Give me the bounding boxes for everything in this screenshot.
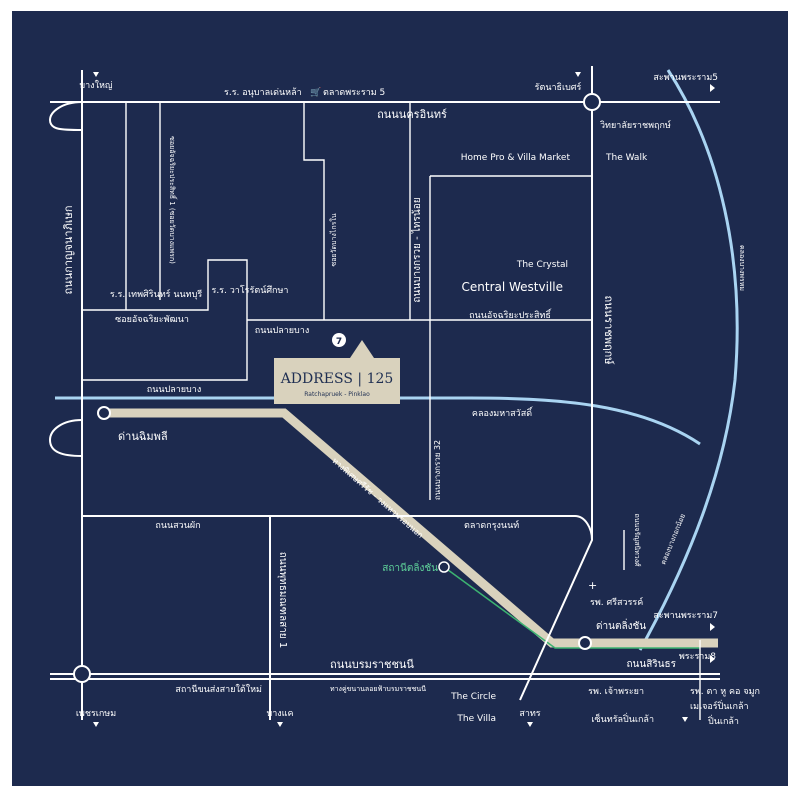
label-bang-phrom: คลองบางพรหม (738, 245, 746, 291)
label-sirindhorn: ถนนสิรินธร (626, 659, 676, 670)
label-sathon: สาทร (519, 709, 540, 719)
label-anuban: ร.ร. อนุบาลเด่นหล้า (224, 87, 302, 98)
project-sign (274, 358, 400, 404)
label-talingchan-station: สถานีตลิ่งชัน (382, 560, 438, 574)
label-the-villa: The Villa (456, 714, 496, 724)
label-borommaratchachonnani: ถนนบรมราชชนนี (330, 658, 414, 671)
label-eye-hospital: รพ. ตา หู คอ จมูก (690, 687, 760, 697)
label-suan-phak: ถนนสวนผัก (155, 521, 200, 531)
label-wachira: ร.ร. วาโรรัตน์ศึกษา (211, 284, 288, 296)
loop-north (48, 101, 83, 131)
label-ratchapruek: ถนนราชพฤกษ์ (602, 295, 615, 364)
seven-eleven-icon (332, 333, 346, 347)
label-bang-yai: บางใหญ่ (79, 80, 112, 91)
label-phutthamonthon-1: ถนนพุทธมณฑลสาย 1 (277, 552, 288, 648)
label-maha-sawat: คลองมหาสวัสดิ์ (472, 406, 534, 419)
arrow-down-sathon (527, 722, 533, 727)
arrow-right-rama7 (710, 623, 715, 631)
label-talingchan-toll: ด่านตลิ่งชัน (596, 618, 646, 632)
roundabout-borommaratchachonnani (73, 665, 91, 683)
roundabout-nakhon-in (583, 93, 601, 111)
label-chaophraya: รพ. เจ้าพระยา (588, 686, 644, 697)
arrow-up-bang-yai (93, 72, 99, 77)
label-ngam-wong-wan: ซอยอัจฉริยะประสิทธิ์ 1 (ซอยวัดบางแพรก) (168, 136, 178, 264)
loop-south (48, 419, 83, 457)
label-chimphli-toll: ด่านฉิมพลี (118, 430, 168, 443)
canal-maha-sawat (55, 396, 701, 446)
green-line-rail (443, 566, 700, 649)
project-subtitle: Ratchapruek - Pinklao (304, 391, 370, 398)
label-the-crystal: The Crystal (516, 260, 568, 270)
project-name: ADDRESS | 125 (280, 371, 394, 387)
label-southern-bus: สถานีขนส่งสายใต้ใหม่ (175, 684, 262, 695)
label-expressway-under: ทางคู่ขนานลอยฟ้าบรมราชชนนี (330, 685, 426, 693)
label-the-circle: The Circle (450, 692, 496, 702)
label-achariya-prasit: ถนนอัจฉริยะประสิทธิ์ (469, 308, 552, 321)
label-rama8: พระราม8 (679, 652, 716, 662)
expressway-tollway (100, 408, 718, 648)
seven-eleven-glyph: 7 (336, 337, 342, 347)
arrow-right-rama8 (710, 655, 715, 663)
label-plai-bang-1: ถนนปลายบาง (255, 326, 309, 336)
label-pinklao: ปิ่นเกล้า (708, 714, 739, 727)
cart-icon: 🛒 (310, 86, 321, 98)
label-achariya-pattana: ซอยอัจฉริยะพัฒนา (115, 314, 189, 325)
station-node (438, 561, 450, 573)
soi-achariya-pattana (82, 259, 248, 320)
label-central-pinklao: เซ็นทรัลปิ่นเกล้า (591, 712, 654, 725)
canal-bangkok-noi (638, 69, 739, 651)
label-krung-non-market: ตลาดกรุงนนท์ (464, 519, 519, 531)
label-nakhon-in: ถนนนครอินทร์ (377, 108, 447, 121)
label-major-pinklao: เมเจอร์ปิ่นเกล้า (690, 699, 749, 712)
label-rama7-bridge: สะพานพระราม7 (653, 611, 718, 621)
label-homepro: Home Pro & Villa Market (461, 153, 571, 163)
arrow-up-rattanathibet (575, 72, 581, 77)
label-rama5-bridge: สะพานพระราม5 (653, 73, 718, 83)
project-pointer (350, 340, 374, 358)
arrow-right-rama5 (710, 84, 715, 92)
label-bangkruai-32: ถนนบางกรวย 32 (433, 440, 442, 500)
label-charan-sanitwong: ถนนจรัญสนิทวงศ์ (633, 513, 641, 567)
soi-ratchapruek (303, 102, 325, 320)
road-suan-phak (82, 515, 593, 541)
toll-node-west (97, 406, 111, 420)
label-central-westville: Central Westville (462, 280, 564, 294)
arrow-down-phet-kasem (93, 722, 99, 727)
label-rattanathibet: รัตนาธิเบศร์ (535, 81, 582, 93)
plus-icon: + (588, 579, 597, 592)
label-bang-khae: บางแค (267, 709, 294, 719)
label-phet-kasem: เพชรเกษม (76, 709, 116, 719)
toll-node-east (578, 636, 592, 650)
label-rama5-market: ตลาดพระราม 5 (323, 88, 385, 98)
label-kanchanaphisek: ถนนกาญจนาภิเษก (62, 206, 75, 295)
label-plai-bang-2: ถนนปลายบาง (147, 385, 201, 395)
arrow-down-pinklao (682, 717, 688, 722)
label-sriwaran: รพ. ศรีสวรรค์ (590, 596, 643, 608)
arrow-down-bang-khae (277, 722, 283, 727)
label-ratchaphruek-college: วิทยาลัยราชพฤกษ์ (600, 119, 671, 131)
label-thepsirin: ร.ร. เทพศิรินทร์ นนทบุรี (110, 288, 202, 300)
label-the-walk: The Walk (605, 153, 648, 163)
label-soi-ratchapruek: ซอยวัดบางไกรใน (329, 213, 338, 266)
label-bangkruai-sainoi: ถนนบางกรวย - ไทรน้อย (411, 197, 423, 302)
road-plai-bang (82, 320, 248, 381)
